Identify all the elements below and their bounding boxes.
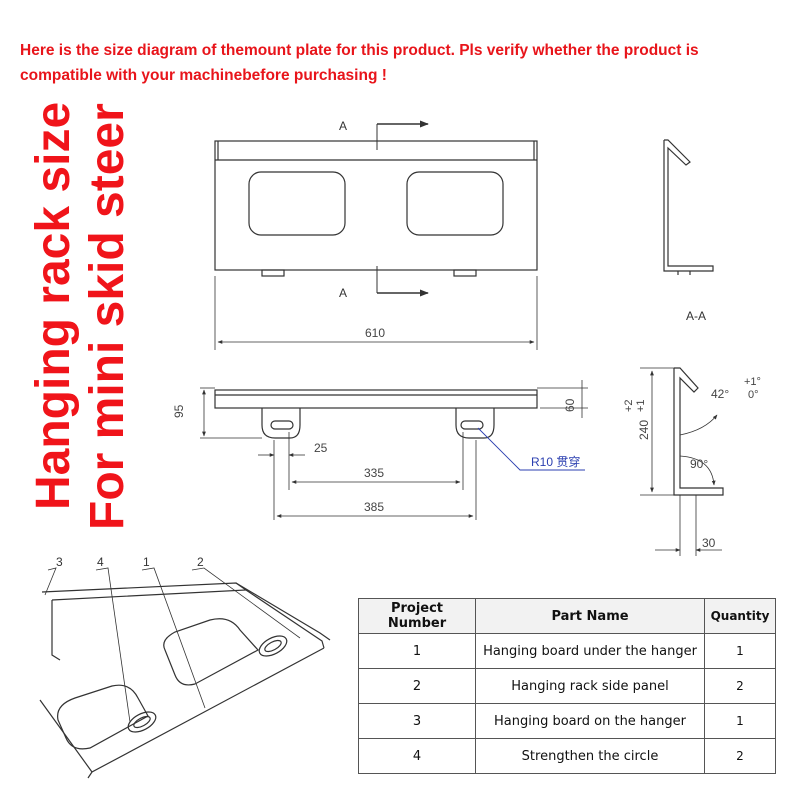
- notice-text: Here is the size diagram of themount pla…: [20, 42, 699, 84]
- dim-335: 335: [364, 466, 384, 480]
- row-part-name: Hanging rack side panel: [475, 668, 705, 704]
- row-part-name: Hanging board on the hanger: [475, 703, 705, 739]
- row-quantity: 2: [704, 668, 776, 704]
- callout-2: 2: [197, 555, 204, 569]
- dim-610: 610: [365, 326, 385, 340]
- dim-angle-tol-upper: +1°: [744, 376, 761, 388]
- table-row: 3 Hanging board on the hanger 1: [358, 703, 776, 739]
- isometric-assembly: [39, 567, 331, 779]
- dim-240: 240: [637, 420, 651, 440]
- table-header-row: Project Number Part Name Quantity: [358, 598, 776, 634]
- row-quantity: 1: [704, 633, 776, 669]
- dim-385: 385: [364, 500, 384, 514]
- row-number: 2: [358, 668, 476, 704]
- table-row: 2 Hanging rack side panel 2: [358, 668, 776, 704]
- row-number: 4: [358, 738, 476, 774]
- dim-angle-90: 90°: [690, 457, 708, 471]
- callout-4: 4: [97, 555, 104, 569]
- callout-1: 1: [143, 555, 150, 569]
- callout-3: 3: [56, 555, 63, 569]
- dim-25: 25: [314, 441, 328, 455]
- parts-table: Project Number Part Name Quantity 1 Hang…: [358, 598, 776, 774]
- row-part-name: Hanging board under the hanger: [475, 633, 705, 669]
- front-view: [214, 120, 538, 350]
- header-quantity: Quantity: [704, 598, 776, 634]
- dim-30: 30: [702, 536, 716, 550]
- row-number: 3: [358, 703, 476, 739]
- header-part-name: Part Name: [475, 598, 705, 634]
- table-row: 4 Strengthen the circle 2: [358, 738, 776, 774]
- dim-angle-tol-lower: 0°: [748, 389, 759, 401]
- section-label-bottom: A: [339, 286, 347, 300]
- dim-95: 95: [172, 404, 186, 418]
- section-label-aa: A-A: [686, 309, 706, 323]
- row-number: 1: [358, 633, 476, 669]
- dim-240-tol-upper: +2: [623, 399, 635, 412]
- row-quantity: 2: [704, 738, 776, 774]
- section-label-top: A: [339, 119, 347, 133]
- side-profile-view: [640, 367, 724, 556]
- plan-view: [200, 380, 588, 520]
- table-row: 1 Hanging board under the hanger 1: [358, 633, 776, 669]
- radius-note: R10 贯穿: [531, 454, 580, 469]
- section-view: [663, 139, 714, 275]
- row-part-name: Strengthen the circle: [475, 738, 705, 774]
- header-project-number: Project Number: [358, 598, 476, 634]
- dim-angle-42: 42°: [711, 387, 729, 401]
- radius-leader: [477, 427, 585, 471]
- dim-240-tol-lower: +1: [635, 399, 647, 412]
- row-quantity: 1: [704, 703, 776, 739]
- dim-60: 60: [563, 398, 577, 412]
